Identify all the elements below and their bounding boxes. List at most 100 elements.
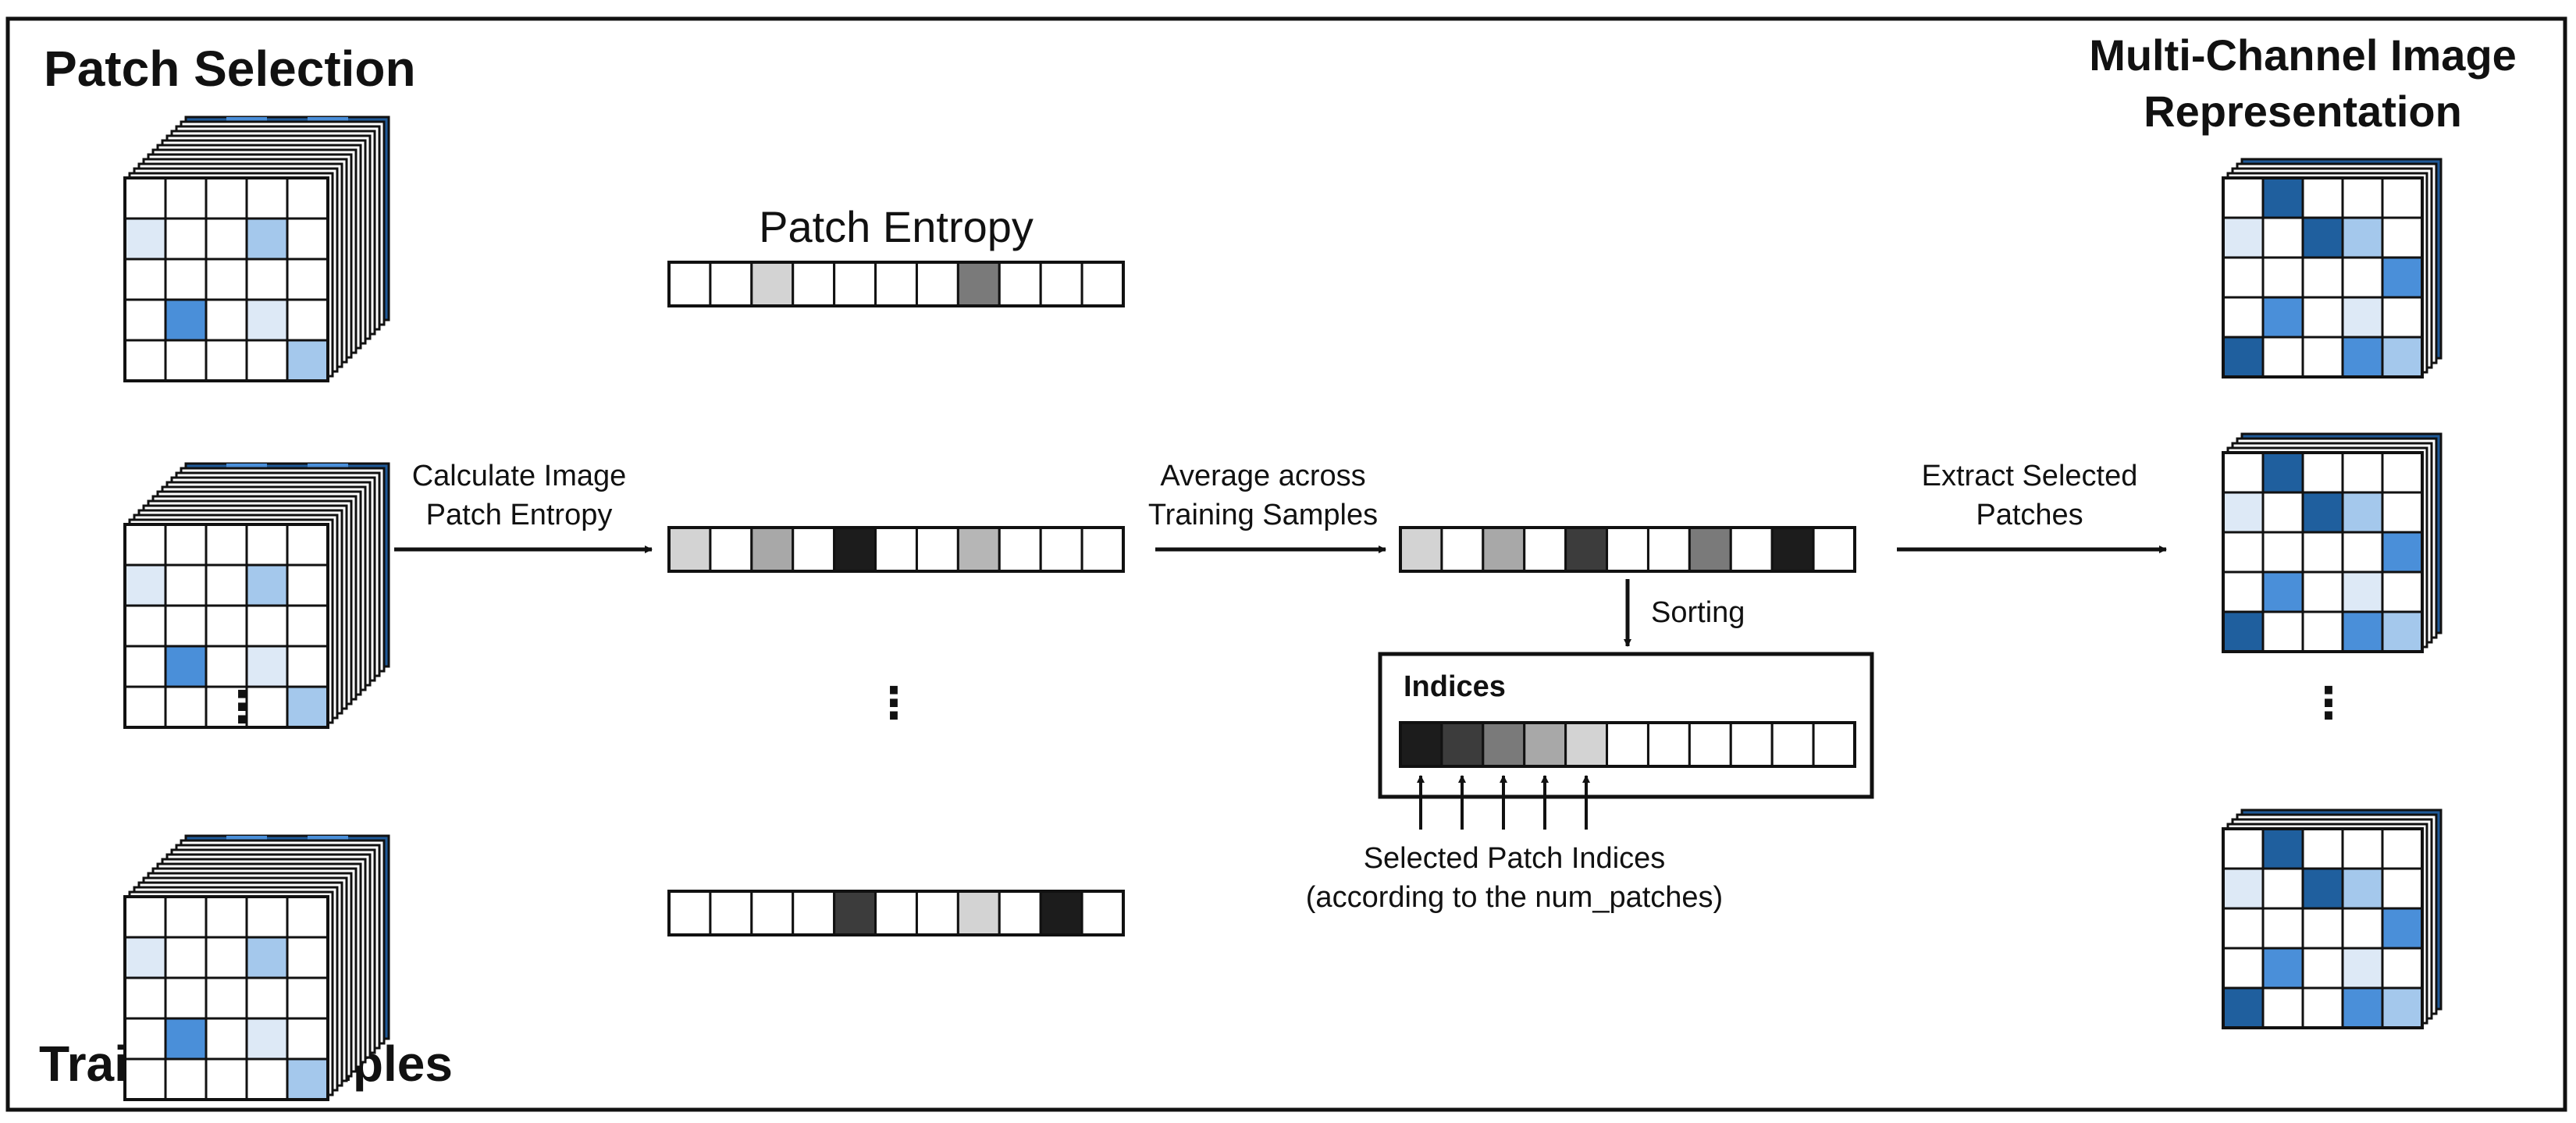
patch-cell [2222,986,2265,1029]
vector-cell [833,526,877,573]
patch-cell [2381,531,2424,574]
multi-channel-title-line2: Representation [2144,87,2462,136]
patch-cell [286,217,329,261]
entropy-vector [667,526,1125,573]
patch-cell [2301,827,2344,870]
patch-cell [2301,867,2344,910]
patch-cell [2381,610,2424,653]
patch-cell [2301,610,2344,653]
average-label-line1: Average across [1160,460,1365,492]
vector-cell [1523,721,1567,768]
patch-cell [2381,570,2424,613]
vector-cell [750,261,795,307]
vector-cell [998,261,1042,307]
patch-cell [164,523,208,567]
patch-cell [164,563,208,607]
patch-cell [2341,216,2384,259]
patch-cell [2261,176,2304,219]
vector-cell [750,526,795,573]
patch-cell [286,685,329,729]
output-cube [2222,808,2443,1029]
patch-cell [123,1017,167,1061]
patch-cell [123,685,167,729]
patch-cell [164,339,208,382]
patch-cell [2222,451,2265,494]
vector-cell [709,261,753,307]
patch-cell [205,1057,248,1101]
vector-cell [915,261,959,307]
patch-cell [2301,296,2344,339]
vector-cell [1606,526,1649,573]
patch-cell [2222,176,2265,219]
patch-cell [2381,176,2424,219]
patch-cell [2261,907,2304,950]
patch-cell [2341,176,2384,219]
vector-cell [1812,526,1856,573]
vector-cell [956,890,1001,936]
patch-cell [2301,570,2344,613]
patch-entropy-title: Patch Entropy [759,202,1034,251]
patch-cell [2341,827,2384,870]
patch-cell [286,645,329,688]
patch-selection-title: Patch Selection [44,41,416,97]
vector-cell [1770,721,1815,768]
patch-cell [2341,610,2384,653]
patch-cell [245,645,289,688]
cube-front-frame [123,895,329,1101]
patch-cell [2301,256,2344,299]
vector-cell [792,261,836,307]
average-label-line2: Training Samples [1148,499,1378,531]
patch-cell [2222,491,2265,534]
patch-cell [286,563,329,607]
vector-cell [1482,526,1526,573]
calc-label-line2: Patch Entropy [426,499,613,531]
patch-cell [123,258,167,301]
vector-cell [1564,721,1609,768]
patch-cell [205,523,248,567]
average-vector [1399,526,1856,573]
multi-channel-title-line1: Multi-Channel Image [2089,30,2517,80]
patch-cell [164,1057,208,1101]
patch-cell [286,523,329,567]
patch-cell [205,258,248,301]
patch-cell [245,217,289,261]
patch-cell [164,217,208,261]
patch-cell [2381,907,2424,950]
vectors-ellipsis: ⋮ [872,678,916,727]
vector-cell [1039,890,1083,936]
patch-cell [205,895,248,939]
patch-cell [2341,491,2384,534]
vector-cell [874,261,918,307]
patch-cell [245,563,289,607]
patch-cell [123,936,167,979]
vector-cell [1440,526,1485,573]
indices-title: Indices [1404,670,1506,703]
patch-cell [2261,867,2304,910]
patch-cell [245,1057,289,1101]
patch-cell [2381,947,2424,990]
patch-cell [286,298,329,342]
vector-cell [1523,526,1567,573]
patch-cell [205,339,248,382]
vector-cell [915,526,959,573]
vector-cell [1039,526,1083,573]
patch-cell [2301,531,2344,574]
vector-cell [1606,721,1649,768]
patch-cell [123,604,167,648]
vector-cell [833,261,877,307]
vector-cell [956,261,1001,307]
patch-cell [2301,986,2344,1029]
output-cube [2222,158,2443,378]
patch-cell [205,298,248,342]
patch-cell [2222,570,2265,613]
vector-cell [667,890,712,936]
cube-front-frame [2222,176,2424,378]
patch-cell [205,176,248,220]
patch-cell [2301,216,2344,259]
patch-cell [2261,570,2304,613]
vector-cell [750,890,795,936]
patch-cell [205,976,248,1020]
patch-cell [2222,610,2265,653]
patch-cell [245,976,289,1020]
